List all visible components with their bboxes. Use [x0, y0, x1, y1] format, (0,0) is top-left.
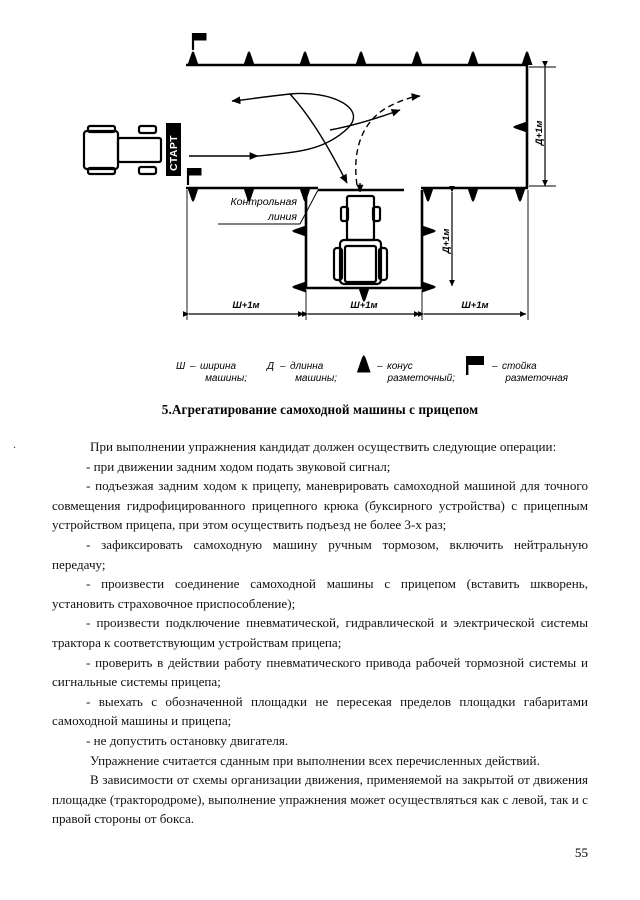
trajectory-paths — [189, 92, 421, 186]
paragraph-item-2: - подъезжая задним ходом к прицепу, мане… — [52, 478, 588, 533]
legend-0-dash: – — [189, 361, 196, 372]
legend-1-line2: машины; — [295, 373, 337, 384]
cone-icon — [422, 281, 436, 293]
dimension-label-right: Д+1м — [534, 121, 545, 147]
paragraph-item-8: - не допустить остановку двигателя. — [86, 732, 289, 748]
body-text: При выполнении упражнения кандидат долже… — [52, 437, 588, 829]
legend-0-symbol: Ш — [176, 361, 186, 372]
legend-0-line2: машины; — [205, 373, 247, 384]
paragraph-intro: При выполнении упражнения кандидат долже… — [90, 439, 557, 454]
section-heading: 5.Агрегатирование самоходной машины с пр… — [161, 402, 479, 417]
legend-1-symbol: Д — [266, 361, 274, 372]
dimension-label-h1: Ш+1м — [232, 300, 259, 311]
paragraph-item-1: - при движении задним ходом подать звуко… — [86, 458, 391, 474]
post-flag-icon — [191, 33, 207, 50]
cone-icon — [411, 51, 423, 65]
paragraph-item-3: - зафиксировать самоходную машину ручным… — [52, 536, 588, 572]
cone-icon — [521, 51, 533, 65]
legend-3-dash: – — [491, 361, 498, 372]
cone-icon — [467, 51, 479, 65]
bottom-right-boundary-line — [421, 186, 528, 202]
start-badge: СТАРТ — [166, 123, 181, 176]
paragraph-item-7: - выехать с обозначенной площадки не пер… — [52, 693, 588, 729]
control-line-label-2: линия — [267, 211, 297, 223]
paragraph-item-4: - произвести соединение самоходной машин… — [52, 576, 588, 611]
legend-1-line1: длинна — [290, 361, 324, 372]
margin-dot-mark: . — [13, 437, 16, 451]
self-propelled-machine-icon — [82, 124, 163, 176]
parking-box-outline — [292, 188, 436, 302]
bottom-left-boundary-line — [186, 168, 318, 202]
cone-icon — [467, 188, 479, 202]
cone-icon — [299, 51, 311, 65]
legend-1-dash: – — [279, 361, 286, 372]
page-number: 55 — [574, 845, 588, 860]
legend-2-line2: разметочный; — [387, 373, 456, 384]
paragraph-conclusion: Упражнение считается сданным при выполне… — [90, 752, 540, 768]
dimension-label-h3: Ш+1м — [461, 300, 488, 311]
legend-2-line1: конус — [387, 361, 413, 372]
dimension-inner-vertical: Д+1м — [441, 185, 455, 287]
dimension-label-inner: Д+1м — [441, 229, 452, 255]
cone-icon — [422, 225, 436, 237]
cone-icon — [422, 188, 434, 202]
cone-icon — [292, 225, 306, 237]
dimension-label-h2: Ш+1м — [350, 300, 377, 311]
dimension-horizontal-group: Ш+1м Ш+1м Ш+1м — [182, 190, 529, 320]
cone-icon — [187, 188, 199, 202]
control-line-label-1: Контрольная — [230, 196, 297, 208]
legend-0-line1: ширина — [200, 361, 236, 372]
trailer-icon — [332, 194, 389, 286]
paragraph-note: В зависимости от схемы организации движе… — [52, 772, 588, 827]
cone-icon — [355, 51, 367, 65]
post-flag-icon — [466, 356, 484, 375]
cone-icon — [514, 188, 526, 202]
post-flag-icon — [186, 168, 202, 185]
legend-3-line2: разметочная — [504, 373, 568, 384]
control-line-annotation: Контрольная линия — [218, 189, 319, 225]
start-label: СТАРТ — [168, 135, 180, 171]
legend-3-line1: стойка — [502, 361, 537, 372]
exercise-layout-diagram: СТАРТ — [0, 0, 640, 395]
cone-icon — [187, 51, 199, 65]
cone-icon — [513, 121, 527, 133]
diagram-legend: Ш – ширина машины; Д – длинна машины; – … — [176, 355, 569, 384]
legend-2-dash: – — [376, 361, 383, 372]
top-boundary-line — [186, 33, 533, 67]
right-boundary-line — [513, 65, 529, 188]
dimension-right-vertical: Д+1м — [529, 60, 556, 187]
paragraph-item-6: - проверить в действии работу пневматиче… — [52, 654, 588, 690]
paragraph-item-5: - произвести подключение пневматической,… — [52, 615, 588, 650]
cone-icon — [292, 281, 306, 293]
cone-icon — [243, 51, 255, 65]
